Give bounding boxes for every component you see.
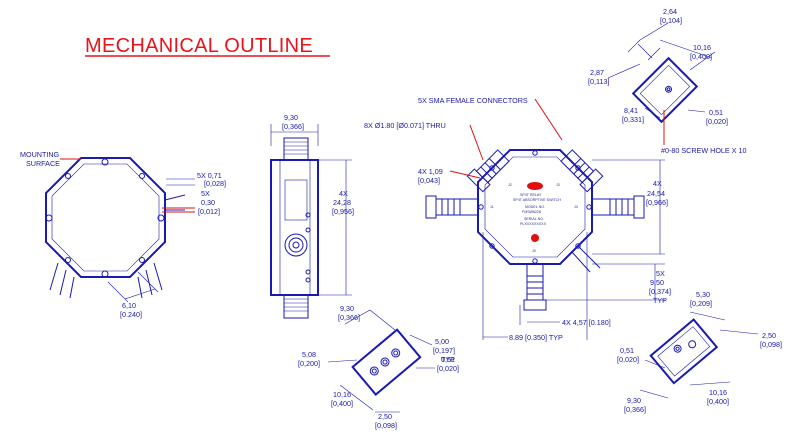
tr-dim-287: 2,87 [590, 68, 604, 77]
port-j1: J1 [490, 205, 494, 209]
port-j4: J4 [574, 205, 578, 209]
side-dim-2428-a: 4X [339, 189, 348, 198]
detail-top-right: 2,64 [0,104] 10,16 [0,400] 2,87 [0,113] … [588, 7, 747, 155]
tr-dim-841-in: [0,331] [622, 115, 644, 124]
dim-950-in: [0,374] [649, 287, 671, 296]
br-dim-250: 2,50 [762, 331, 776, 340]
bl-dim-250: 2,50 [378, 412, 392, 421]
bl-dim-500-in: [0,197] [433, 346, 455, 355]
br-dim-530: 5,30 [696, 290, 710, 299]
port-j0: J0 [532, 249, 536, 253]
tr-dim-264-in: [0,104] [660, 16, 682, 25]
tr-dim-287-in: [0,113] [588, 77, 609, 86]
dim-030-in: [0,012] [198, 207, 220, 216]
dim-950-a: 5X [656, 269, 665, 278]
dim-610-in: [0.240] [120, 310, 142, 319]
side-dim-930: 9,30 [284, 113, 298, 122]
body-line-6: PLXXXXXXXXX [520, 222, 547, 226]
detail-bottom-right: 5,30 [0,209] 2,50 [0,098] 0,51 [0,020] 9… [617, 290, 782, 414]
bl-dim-930-in: [0,366] [338, 313, 360, 322]
body-line-2: SP4T ABSORPTIVE SWITCH [513, 198, 561, 202]
body-line-3: MODEL NO. [525, 205, 545, 209]
body-line-5: SERIAL NO. [524, 217, 544, 221]
dim-950-b: 9,50 [650, 278, 664, 287]
br-dim-051: 0,51 [620, 346, 634, 355]
bl-dim-500-typ: TYP [441, 355, 455, 364]
sma-connectors-label: 5X SMA FEMALE CONNECTORS [418, 96, 528, 105]
tr-dim-1016-in: [0,400] [690, 52, 712, 61]
br-dim-930-in: [0,366] [624, 405, 646, 414]
br-dim-250-in: [0,098] [760, 340, 782, 349]
page-title: MECHANICAL OUTLINE [85, 35, 313, 57]
dim-071: 5X 0,71 [197, 171, 222, 180]
dim-2454-in: [0,966] [646, 198, 668, 207]
mounting-label-1: MOUNTING [20, 150, 60, 159]
bl-dim-051-in: [0,020] [437, 364, 459, 373]
br-dim-930: 9,30 [627, 396, 641, 405]
tr-dim-264: 2,64 [663, 7, 677, 16]
thru-holes-label: 8X Ø1.80 [Ø0.071] THRU [364, 121, 446, 130]
front-view: MOUNTING SURFACE 5X 0,71 [0,028] 5X 0,30… [20, 150, 226, 319]
dim-889: 8.89 [0.350] TYP [509, 333, 563, 342]
body-line-1: SP4T RELAY [520, 193, 542, 197]
br-dim-1016-in: [0,400] [707, 397, 729, 406]
dim-457: 4X 4,57 [0.180] [562, 318, 611, 327]
dim-109-a: 4X 1,09 [418, 167, 443, 176]
port-j2: J2 [508, 183, 512, 187]
bl-dim-1016-in: [0,400] [331, 399, 353, 408]
mounting-label-2: SURFACE [26, 159, 60, 168]
tr-dim-1016: 10,16 [693, 43, 711, 52]
top-view: 5X SMA FEMALE CONNECTORS 8X Ø1.80 [Ø0.07… [364, 96, 671, 342]
bl-dim-051: 0,51 [441, 355, 455, 364]
body-label: SP4T RELAY SP4T ABSORPTIVE SWITCH MODEL … [490, 182, 578, 253]
port-j3: J3 [556, 183, 560, 187]
dim-2454-b: 24,54 [647, 189, 665, 198]
br-dim-1016: 10,16 [709, 388, 727, 397]
dim-109-in: [0,043] [418, 176, 440, 185]
side-dim-930-in: [0,366] [282, 122, 304, 131]
dim-610: 6,10 [122, 301, 136, 310]
dim-950-typ: TYP [653, 296, 667, 305]
tr-dim-051-in: [0,020] [706, 117, 728, 126]
dim-071-in: [0,028] [204, 179, 226, 188]
bl-dim-508: 5,08 [302, 350, 316, 359]
drawing-title: MECHANICAL OUTLINE [85, 35, 330, 57]
br-dim-530-in: [0,209] [690, 299, 712, 308]
br-dim-051-in: [0,020] [617, 355, 639, 364]
dim-030-a: 5X [201, 189, 210, 198]
side-dim-2428-in: [0,956] [332, 207, 354, 216]
bl-dim-508-in: [0,200] [298, 359, 320, 368]
side-view: 9,30 [0,366] 4X 24,28 [270, 113, 354, 319]
side-dim-2428-b: 24,28 [333, 198, 351, 207]
dim-2454-a: 4X [653, 179, 662, 188]
dim-030-b: 0,30 [201, 198, 215, 207]
tr-dim-051: 0,51 [709, 108, 723, 117]
bl-dim-930: 9,30 [340, 304, 354, 313]
tr-dim-841: 8,41 [624, 106, 638, 115]
bl-dim-250-in: [0,098] [375, 421, 397, 430]
bl-dim-500: 5,00 [435, 337, 449, 346]
body-line-4: FMSW6226 [522, 210, 541, 214]
detail-bottom-left: 9,30 [0,366] 5,00 [0,197] TYP 5,08 [0,20… [298, 304, 459, 430]
screw-hole-label: #0-80 SCREW HOLE X 10 [661, 146, 747, 155]
bl-dim-1016: 10,16 [333, 390, 351, 399]
